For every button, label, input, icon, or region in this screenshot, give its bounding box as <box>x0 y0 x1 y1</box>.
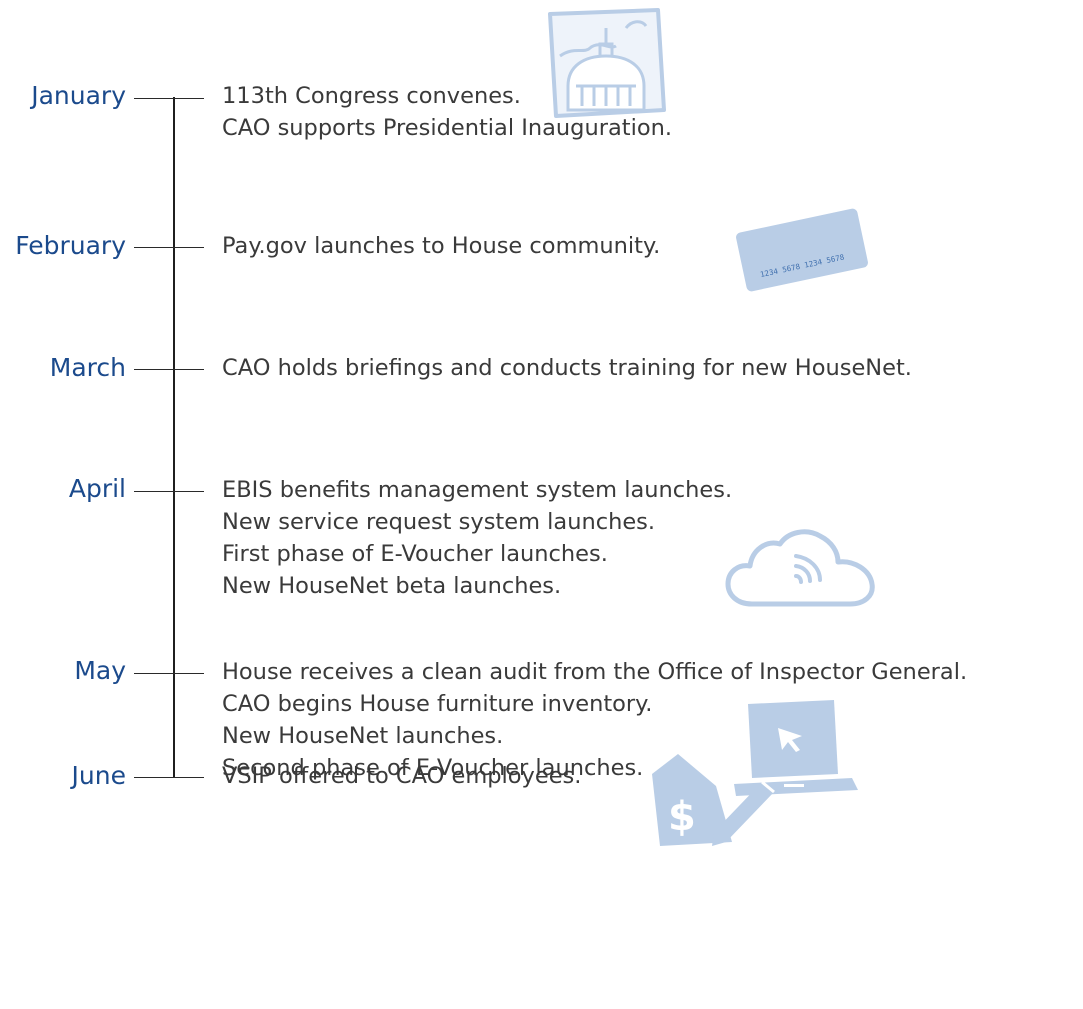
event-item: VSIP offered to CAO employees. <box>222 763 582 789</box>
cloud-wifi-icon <box>725 529 875 607</box>
event-list-february: Pay.gov launches to House community. <box>222 230 660 262</box>
event-item: CAO supports Presidential Inauguration. <box>222 115 672 141</box>
event-item: New HouseNet beta launches. <box>222 573 562 599</box>
event-list-march: CAO holds briefings and conducts trainin… <box>222 352 912 384</box>
tick-january <box>134 98 204 99</box>
event-item: EBIS benefits management system launches… <box>222 477 733 503</box>
month-label-may: May <box>74 656 126 685</box>
event-list-may: House receives a clean audit from the Of… <box>222 656 967 784</box>
event-item: New HouseNet launches. <box>222 723 504 749</box>
tick-february <box>134 247 204 248</box>
event-item: 113th Congress convenes. <box>222 83 521 109</box>
event-list-april: EBIS benefits management system launches… <box>222 474 732 602</box>
event-item: New service request system launches. <box>222 509 656 535</box>
event-item: First phase of E-Voucher launches. <box>222 541 608 567</box>
tick-april <box>134 491 204 492</box>
capitol-dome-icon <box>548 8 666 118</box>
month-label-june: June <box>71 761 126 790</box>
credit-card-icon: 1234 5678 1234 5678 <box>736 208 868 292</box>
dollar-pencil-icon: $ <box>652 754 775 846</box>
month-label-february: February <box>15 231 126 260</box>
svg-text:$: $ <box>668 794 696 840</box>
event-item: Second phase of E-Voucher launches. <box>222 755 644 781</box>
month-label-march: March <box>49 353 126 382</box>
laptop-cursor-icon <box>734 700 858 796</box>
event-list-june: VSIP offered to CAO employees. <box>222 760 581 792</box>
tick-may <box>134 673 204 674</box>
event-item: CAO holds briefings and conducts trainin… <box>222 355 912 381</box>
event-item: CAO begins House furniture inventory. <box>222 691 653 717</box>
event-item: House receives a clean audit from the Of… <box>222 659 968 685</box>
event-list-january: 113th Congress convenes. CAO supports Pr… <box>222 80 672 144</box>
tick-june <box>134 777 204 778</box>
month-label-january: January <box>31 81 126 110</box>
timeline-spine <box>173 97 175 778</box>
tick-march <box>134 369 204 370</box>
month-label-april: April <box>68 474 126 503</box>
event-item: Pay.gov launches to House community. <box>222 233 661 259</box>
